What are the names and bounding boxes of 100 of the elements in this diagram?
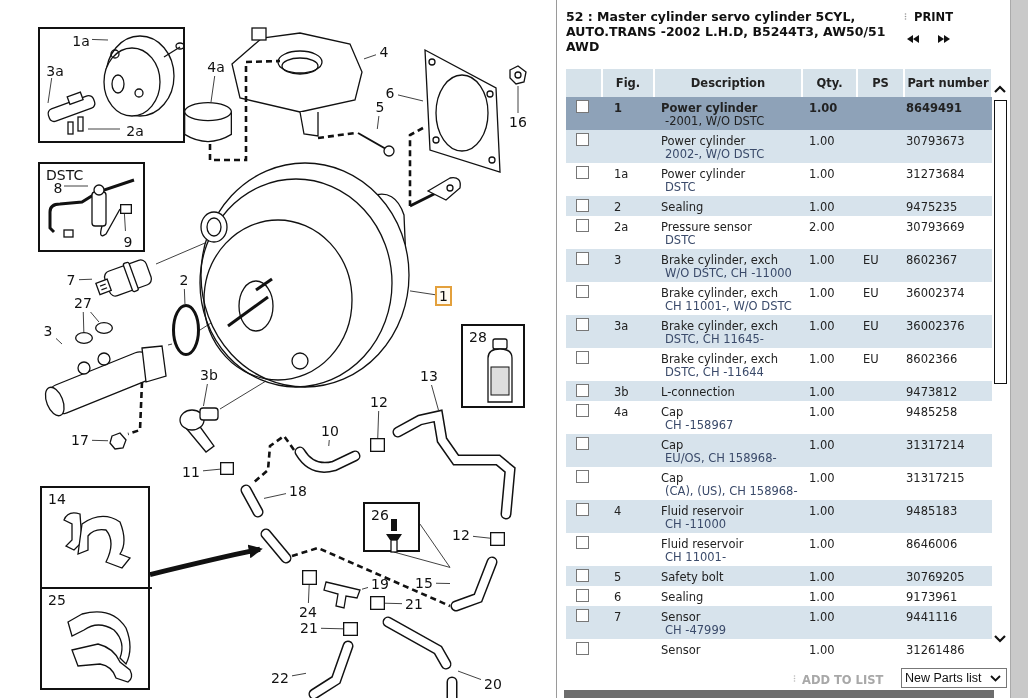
market-code: EU bbox=[863, 319, 879, 333]
reservoir-cap-drawing bbox=[184, 102, 232, 144]
leader-line bbox=[263, 493, 287, 499]
part-number: 9173961 bbox=[906, 590, 958, 604]
o-ring-drawing bbox=[95, 322, 113, 334]
quantity: 1.00 bbox=[809, 101, 838, 115]
quantity: 1.00 bbox=[809, 471, 835, 485]
o-ring-drawing bbox=[75, 332, 93, 344]
part-description: Fluid reservoir bbox=[661, 537, 744, 551]
part-description: Sealing bbox=[661, 200, 704, 214]
quantity: 2.00 bbox=[809, 220, 835, 234]
callout-number: 15 bbox=[412, 574, 436, 592]
hose-clamp-drawing bbox=[370, 596, 385, 610]
quantity: 1.00 bbox=[809, 405, 835, 419]
arrow bbox=[149, 544, 263, 577]
leader-line bbox=[472, 535, 491, 539]
assembly-guide-line bbox=[208, 59, 281, 162]
part-number: 31317215 bbox=[906, 471, 965, 485]
part-description: Cap bbox=[661, 405, 684, 419]
callout-number: 20 bbox=[481, 675, 505, 693]
part-description: Sensor bbox=[661, 643, 701, 657]
quantity: 1.00 bbox=[809, 537, 835, 551]
leader-line bbox=[376, 115, 380, 130]
quantity: 1.00 bbox=[809, 610, 835, 624]
callout-number: 4a bbox=[202, 58, 230, 76]
part-description: Power cylinder bbox=[661, 167, 746, 181]
callout-number: 12 bbox=[449, 526, 473, 544]
figure-number: 1 bbox=[614, 101, 622, 115]
quantity: 1.00 bbox=[809, 352, 835, 366]
callout-number: 2a bbox=[122, 122, 148, 140]
quantity: 1.00 bbox=[809, 319, 835, 333]
leader-line bbox=[377, 410, 380, 439]
nut-drawing bbox=[108, 431, 128, 451]
part-description: Cap bbox=[661, 471, 684, 485]
assembly-guide-line bbox=[251, 434, 296, 485]
part-note: DSTC bbox=[665, 233, 696, 247]
hose-drawing bbox=[260, 528, 292, 564]
leader-line bbox=[63, 185, 89, 187]
part-description: Sensor bbox=[661, 610, 701, 624]
quantity: 1.00 bbox=[809, 643, 835, 657]
push-rod-drawing bbox=[408, 175, 464, 208]
figure-number: 2 bbox=[614, 200, 622, 214]
callout-number: 21 bbox=[402, 595, 426, 613]
inset-label: 26 bbox=[371, 507, 389, 523]
part-description: Brake cylinder, exch bbox=[661, 253, 778, 267]
column-header: Part number bbox=[905, 69, 991, 97]
leader-line bbox=[517, 85, 519, 114]
callout-number: 22 bbox=[268, 669, 292, 687]
leader-line bbox=[91, 39, 109, 41]
part-description: Brake cylinder, exch bbox=[661, 319, 778, 333]
part-number: 8646006 bbox=[906, 537, 958, 551]
leader-line bbox=[210, 75, 216, 103]
callout-number: 17 bbox=[68, 431, 92, 449]
part-number: 36002374 bbox=[906, 286, 965, 300]
leader-line bbox=[91, 439, 109, 442]
part-description: Power cylinder bbox=[661, 101, 758, 115]
bolt-drawing bbox=[355, 129, 396, 158]
part-note: DSTC, CH 11645- bbox=[665, 332, 764, 346]
quantity: 1.00 bbox=[809, 286, 835, 300]
figure-number: 4a bbox=[614, 405, 629, 419]
nut-drawing bbox=[508, 64, 528, 86]
figure-number: 3b bbox=[614, 385, 629, 399]
hose-drawing bbox=[306, 640, 354, 698]
part-number: 30793673 bbox=[906, 134, 965, 148]
inset-box bbox=[40, 486, 150, 690]
figure-number: 3a bbox=[614, 319, 629, 333]
inset-label: 14 bbox=[48, 491, 66, 507]
part-description: Brake cylinder, exch bbox=[661, 286, 778, 300]
hose-drawing bbox=[382, 616, 458, 698]
part-description: Brake cylinder, exch bbox=[661, 352, 778, 366]
callout-number: 21 bbox=[297, 619, 321, 637]
leader-line bbox=[291, 672, 307, 677]
leader-line bbox=[47, 77, 53, 104]
market-code: EU bbox=[863, 253, 879, 267]
callout-number: 12 bbox=[367, 393, 391, 411]
part-note: DSTC bbox=[665, 180, 696, 194]
inset-label: 28 bbox=[469, 329, 487, 345]
leader-line bbox=[419, 523, 451, 568]
leader-line bbox=[82, 311, 85, 333]
part-note: EU/OS, CH 158968- bbox=[665, 451, 777, 465]
leader-line bbox=[55, 338, 63, 345]
t-connector-drawing bbox=[322, 580, 362, 610]
fluid-reservoir-drawing bbox=[230, 26, 364, 138]
leader-line bbox=[435, 582, 451, 584]
quantity: 1.00 bbox=[809, 200, 835, 214]
leader-line bbox=[78, 278, 93, 281]
leader-line bbox=[361, 587, 369, 590]
part-number: 36002376 bbox=[906, 319, 965, 333]
figure-number: 1a bbox=[614, 167, 629, 181]
column-header: Description bbox=[655, 69, 801, 97]
callout-number: 24 bbox=[296, 603, 320, 621]
assembly-guide-line bbox=[167, 343, 173, 346]
leader-line bbox=[90, 311, 100, 323]
inset-box bbox=[363, 502, 420, 552]
callout-number: 9 bbox=[120, 233, 136, 251]
quantity: 1.00 bbox=[809, 570, 835, 584]
part-number: 30793669 bbox=[906, 220, 965, 234]
part-number: 30769205 bbox=[906, 570, 965, 584]
gasket-drawing bbox=[423, 48, 502, 173]
assembly-guide-line bbox=[199, 322, 212, 331]
